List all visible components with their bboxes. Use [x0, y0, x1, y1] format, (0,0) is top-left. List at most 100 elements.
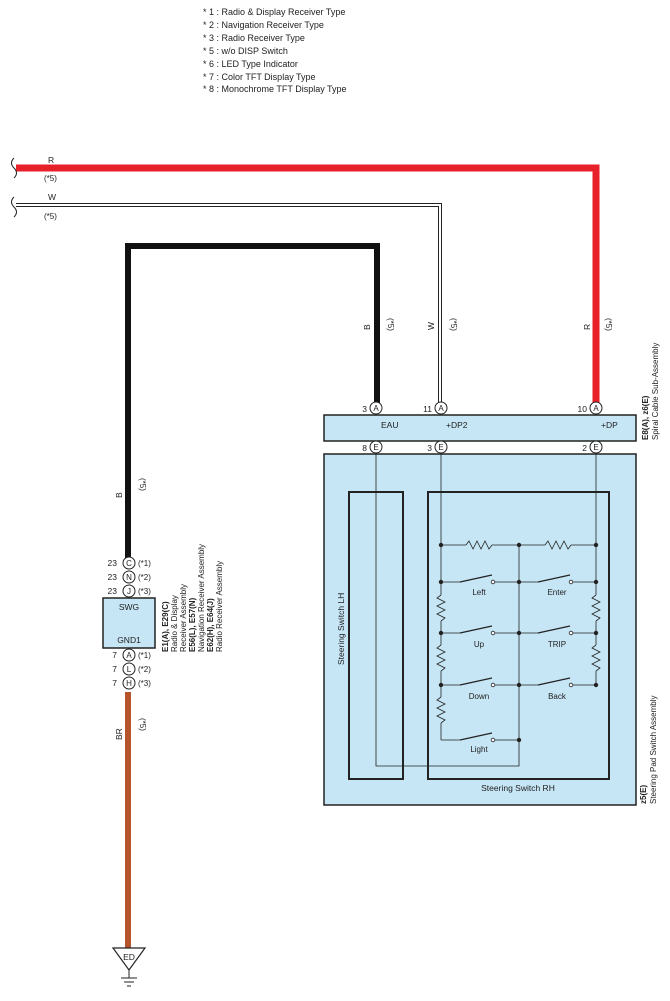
terminal-swg: SWG	[119, 602, 139, 612]
wire-note-w: (*5)	[44, 212, 57, 221]
steering-switch-lh-label: Steering Switch LH	[336, 593, 346, 665]
pin-connector: L	[127, 665, 132, 674]
receiver-top-pin: 23 C (*1)	[108, 556, 151, 570]
pin-note: (*2)	[138, 665, 151, 674]
steering-pad-assembly: z5(E) Steering Pad Switch Assembly Steer…	[323, 453, 658, 806]
pin-circle	[122, 648, 136, 662]
switch-label-light: Light	[470, 745, 488, 754]
switch-label-trip: TRIP	[548, 640, 566, 649]
resistor-icon	[436, 644, 446, 672]
steering-pad-labels: z5(E) Steering Pad Switch Assembly	[639, 696, 658, 805]
pin-connector: A	[593, 404, 599, 413]
spiral-top-pin: 10 A +DP	[578, 401, 618, 430]
receiver-name: Radio Receiver Assembly	[215, 561, 224, 652]
pin-circle	[589, 401, 603, 415]
pin-number: 3	[427, 443, 432, 453]
steering-switch-rh	[427, 491, 610, 780]
resistor-icon	[436, 696, 446, 724]
legend: * 1 : Radio & Display Receiver Type * 2 …	[203, 6, 347, 96]
pin-number: 23	[108, 586, 118, 596]
legend-item: * 5 : w/o DISP Switch	[203, 45, 288, 56]
wire-label-r-vert: R	[582, 324, 592, 330]
wire-note-b-left: (*5)	[138, 478, 147, 491]
ground-symbol: ED	[111, 947, 147, 987]
receiver-code: E1(A), E29(C)	[161, 601, 170, 652]
receiver-box	[102, 597, 156, 649]
black-wire	[125, 243, 380, 562]
legend-item: * 8 : Monochrome TFT Display Type	[203, 84, 347, 95]
wire-label-r: R	[48, 155, 54, 165]
spiral-cable-labels: E8(A), z6(E) Spiral Cable Sub-Assembly	[641, 343, 660, 440]
resistor-icon	[591, 594, 601, 622]
spiral-cable-code: E8(A), z6(E)	[641, 395, 650, 440]
red-wire	[16, 164, 600, 406]
receiver-bottom-pin: 7 L (*2)	[112, 662, 151, 676]
terminal-label: EAU	[381, 420, 398, 430]
wire-break-icon	[11, 196, 17, 218]
wire-label-b-right: B	[362, 324, 372, 330]
pin-connector: C	[126, 559, 132, 568]
receiver-bottom-pin: 7 A (*1)	[112, 648, 151, 662]
wire-note-r-vert: (*5)	[604, 318, 613, 331]
pin-circle	[122, 676, 136, 690]
switch-contact-icon	[459, 677, 493, 686]
steering-pad-code: z5(E)	[639, 785, 648, 804]
receiver-code: E62(H), E64(J)	[206, 598, 215, 652]
resistor-icon	[436, 594, 446, 622]
legend-item: * 3 : Radio Receiver Type	[203, 32, 305, 43]
pin-note: (*2)	[138, 573, 151, 582]
spiral-top-pin: 3 A EAU	[362, 401, 398, 430]
pin-number: 7	[112, 678, 117, 688]
receiver-labels: E1(A), E29(C) Radio & Display Receiver A…	[161, 544, 224, 652]
spiral-cable: 3 A EAU 11 A +DP2 10 A +DP 8 E 3 E	[323, 343, 660, 454]
pin-number: 2	[582, 443, 587, 453]
switch-contact-icon	[459, 574, 493, 583]
pin-connector: E	[593, 443, 598, 452]
steering-switch-rh-label: Steering Switch RH	[481, 783, 555, 793]
junction-dots	[438, 542, 599, 743]
legend-item: * 2 : Navigation Receiver Type	[203, 19, 324, 30]
switch-label-left: Left	[472, 588, 486, 597]
eau-circuit	[375, 453, 520, 767]
pin-circle	[369, 401, 383, 415]
wire-label-w: W	[48, 192, 56, 202]
steering-pad-name: Steering Pad Switch Assembly	[649, 696, 658, 805]
pin-connector: A	[438, 404, 444, 413]
receiver-name: Navigation Receiver Assembly	[197, 544, 206, 652]
wire-label-br: BR	[114, 728, 124, 740]
pin-note: (*3)	[138, 587, 151, 596]
resistor-icon	[544, 540, 572, 550]
switch-label-down: Down	[469, 692, 489, 701]
pin-circle	[122, 556, 136, 570]
pin-circle	[434, 401, 448, 415]
wire-note-b-right: (*5)	[386, 318, 395, 331]
spiral-bottom-pin: 3 E	[427, 440, 448, 454]
switch-label-enter: Enter	[547, 588, 566, 597]
wire-note-r: (*5)	[44, 174, 57, 183]
pin-connector: E	[438, 443, 443, 452]
legend-item: * 1 : Radio & Display Receiver Type	[203, 7, 346, 17]
switch-label-up: Up	[474, 640, 485, 649]
pin-connector: H	[126, 679, 132, 688]
pin-number: 8	[362, 443, 367, 453]
switch-contact-icon	[537, 574, 571, 583]
receiver-assembly: 23 C (*1) 23 N (*2) 23 J (*3) SWG GND1 7…	[102, 544, 224, 690]
pin-note: (*1)	[138, 651, 151, 660]
receiver-bottom-pin: 7 H (*3)	[112, 676, 151, 690]
pin-connector: A	[126, 651, 132, 660]
wire-label-w-vert: W	[426, 322, 436, 330]
receiver-code: E56(L), E57(N)	[188, 597, 197, 652]
pin-circle	[122, 584, 136, 598]
pin-number: 10	[578, 404, 588, 414]
resistor-icon	[465, 540, 493, 550]
pin-circle	[122, 570, 136, 584]
pin-note: (*1)	[138, 559, 151, 568]
pin-connector: J	[127, 587, 131, 596]
spiral-bottom-pin: 8 E	[362, 440, 383, 454]
white-wire	[16, 203, 442, 406]
terminal-gnd1: GND1	[117, 635, 141, 645]
pin-number: 11	[423, 404, 432, 414]
pin-connector: A	[373, 404, 379, 413]
pin-number: 23	[108, 558, 118, 568]
ground-triangle-icon	[111, 947, 147, 972]
